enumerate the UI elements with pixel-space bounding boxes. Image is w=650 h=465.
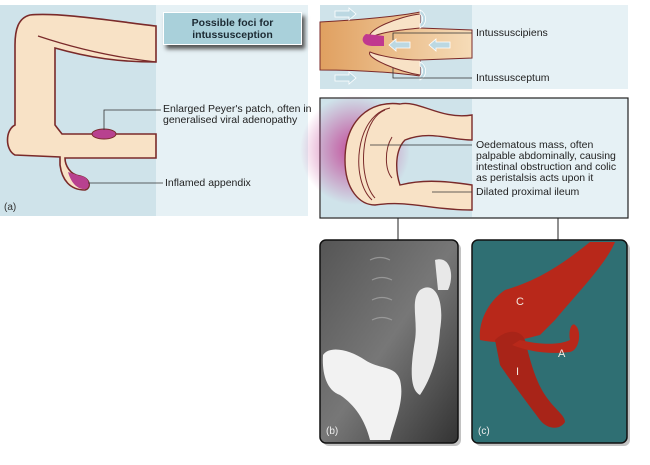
specimen-photo [471,239,630,446]
peyer-label-line-1: Enlarged Peyer's patch, often in [163,103,312,115]
appendix-marker: A [558,348,566,360]
intussuscipiens-label: Intussuscipiens [476,27,548,39]
appendix-label: Inflamed appendix [165,177,251,189]
mass-label-line-4: as peristalsis acts upon it [476,172,594,184]
bowel-shape [6,13,157,191]
mass-label-line-1: Oedematous mass, often [476,139,594,151]
peyer-label-line-2: generalised viral adenopathy [163,114,298,126]
panel-a-title-box: Possible foci for intussusception [163,12,302,45]
peyers-patch-label: Enlarged Peyer's patch, often in general… [163,104,312,126]
panel-a-tag: (a) [4,202,17,213]
oedematous-mass-diagram [300,95,629,240]
intussusception-mechanism-diagram [319,5,628,89]
colon-marker: C [516,296,524,308]
xray-image [319,239,461,446]
oedematous-mass-label: Oedematous mass, often palpable abdomina… [476,140,616,184]
appendix-inflamed [68,172,89,190]
peyers-patch [91,128,117,140]
title-line-2: intussusception [192,28,273,41]
mass-label-line-3: intestinal obstruction and colic [476,161,617,173]
mass-label-line-2: palpable abdominally, causing [476,150,616,162]
title-line-1: Possible foci for [191,16,274,29]
peristalsis-arrows [334,7,451,85]
panel-c-tag: (c) [478,426,490,437]
ileum-marker: I [516,366,520,378]
intussusceptum-label: Intussusceptum [476,72,550,84]
dilated-ileum-label: Dilated proximal ileum [476,186,580,198]
panel-b-tag: (b) [326,426,339,437]
